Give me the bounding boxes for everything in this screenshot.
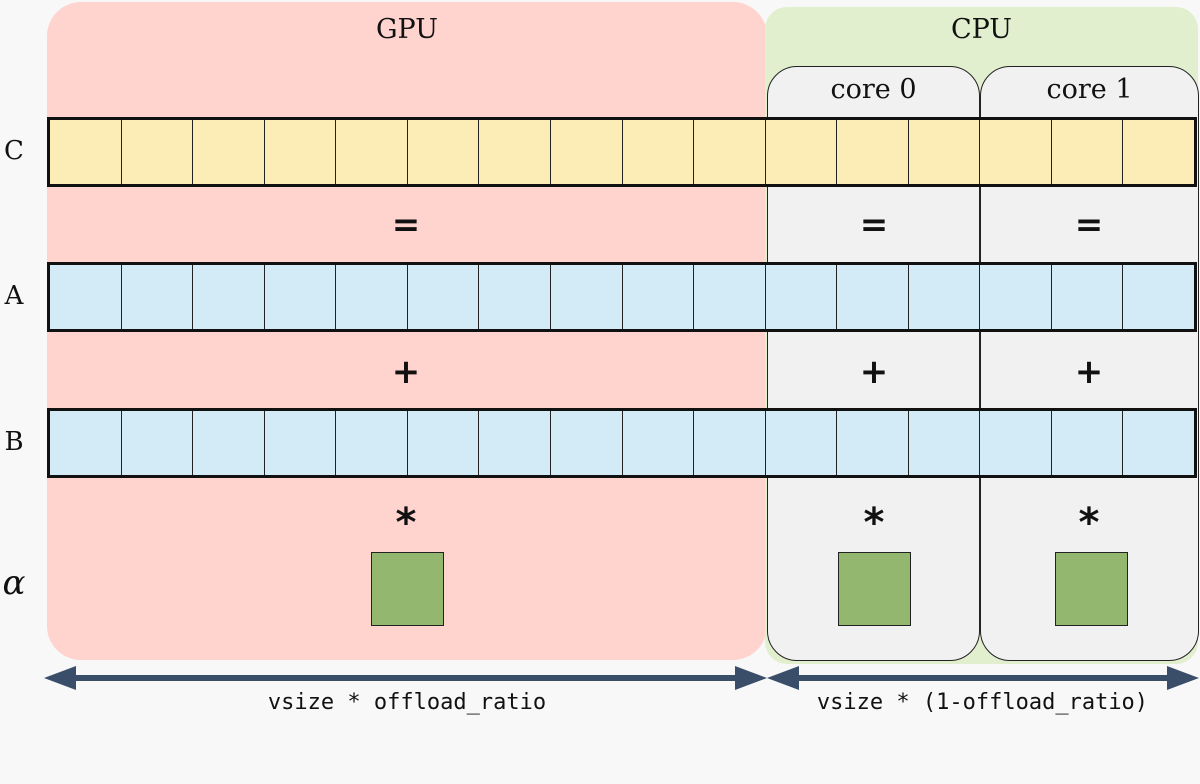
vector-cell	[193, 265, 265, 329]
gpu-size-arrow-left-head	[44, 666, 76, 690]
vector-a	[47, 262, 1197, 332]
vector-cell	[622, 411, 695, 475]
vector-cell	[193, 411, 265, 475]
gpu-title: GPU	[375, 14, 438, 45]
gpu-size-arrow-shaft	[66, 675, 747, 681]
vector-cell	[121, 265, 194, 329]
vector-cell	[908, 120, 981, 184]
equals-operator-core-1: =	[1074, 205, 1104, 245]
vector-cell	[479, 265, 551, 329]
times-operator-core-1: *	[1078, 500, 1100, 546]
vector-b	[47, 408, 1197, 478]
alpha-scalar-core-1	[1055, 552, 1128, 626]
vector-cell	[980, 411, 1052, 475]
vector-cell	[407, 265, 480, 329]
core-0-title: core 0	[830, 74, 917, 105]
vector-c	[47, 117, 1197, 187]
equals-operator-core-0: =	[859, 205, 889, 245]
vector-cell	[264, 411, 337, 475]
vector-cell	[193, 120, 265, 184]
size-arrows	[44, 666, 1199, 690]
vector-cell	[1051, 265, 1124, 329]
vector-cell	[837, 265, 909, 329]
equals-operator-gpu: =	[391, 205, 421, 245]
vector-cell	[121, 120, 194, 184]
row-label-a: A	[4, 281, 24, 311]
vector-cell	[908, 265, 981, 329]
vector-cell	[622, 120, 695, 184]
vector-cell	[336, 411, 408, 475]
gpu-size-arrow-right-head	[735, 666, 767, 690]
vector-cell	[407, 411, 480, 475]
cpu-size-arrow-right-head	[1167, 666, 1199, 690]
gpu-size-label: vsize * offload_ratio	[267, 690, 547, 715]
vector-cell	[765, 411, 838, 475]
vector-cell	[837, 120, 909, 184]
vector-cell	[121, 411, 194, 475]
vector-cell	[550, 411, 623, 475]
cpu-size-arrow-left-head	[767, 666, 799, 690]
vector-cell	[622, 265, 695, 329]
alpha-scalar-core-0	[838, 552, 911, 626]
vector-cell	[1123, 411, 1194, 475]
vector-cell	[336, 265, 408, 329]
vector-cell	[908, 411, 981, 475]
vector-cell	[50, 120, 122, 184]
row-label-alpha: α	[2, 563, 26, 603]
vector-cell	[264, 265, 337, 329]
vector-cell	[765, 265, 838, 329]
plus-operator-gpu: +	[391, 352, 421, 392]
vector-cell	[336, 120, 408, 184]
vector-cell	[264, 120, 337, 184]
core-1-title: core 1	[1046, 74, 1133, 105]
vector-cell	[479, 411, 551, 475]
vector-cell	[980, 265, 1052, 329]
alpha-scalar-gpu	[371, 552, 444, 626]
vector-cell	[1051, 411, 1124, 475]
cpu-size-label: vsize * (1-offload_ratio)	[816, 690, 1149, 715]
vector-cell	[1123, 265, 1194, 329]
vector-cell	[765, 120, 838, 184]
vector-cell	[479, 120, 551, 184]
vector-cell	[407, 120, 480, 184]
row-label-c: C	[4, 136, 24, 166]
vector-cell	[1123, 120, 1194, 184]
vector-cell	[837, 411, 909, 475]
plus-operator-core-1: +	[1074, 352, 1104, 392]
vector-cell	[980, 120, 1052, 184]
vector-cell	[1051, 120, 1124, 184]
vector-cell	[694, 265, 766, 329]
vector-cell	[694, 411, 766, 475]
vector-cell	[694, 120, 766, 184]
vector-cell	[50, 265, 122, 329]
times-operator-core-0: *	[863, 500, 885, 546]
plus-operator-core-0: +	[859, 352, 889, 392]
row-label-b: B	[4, 427, 24, 457]
cpu-title: CPU	[950, 14, 1013, 45]
cpu-size-arrow-shaft	[787, 675, 1179, 681]
times-operator-gpu: *	[395, 500, 417, 546]
vector-cell	[550, 120, 623, 184]
vector-cell	[550, 265, 623, 329]
vector-cell	[50, 411, 122, 475]
